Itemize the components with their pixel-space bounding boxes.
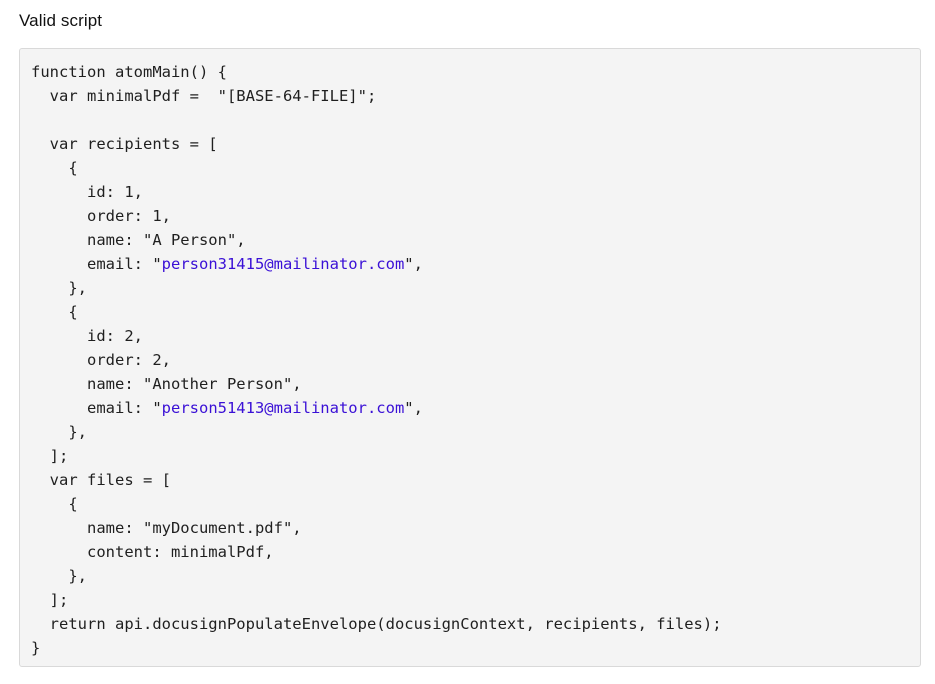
code-line: var minimalPdf = "[BASE-64-FILE]"; xyxy=(31,87,377,105)
code-line-email: email: "person51413@mailinator.com", xyxy=(31,396,920,420)
code-line: return api.docusignPopulateEnvelope(docu… xyxy=(31,615,722,633)
code-line: }, xyxy=(31,423,87,441)
code-line: order: 1, xyxy=(31,207,171,225)
code-line: id: 2, xyxy=(31,327,143,345)
code-line: { xyxy=(31,495,78,513)
code-line: var files = [ xyxy=(31,471,171,489)
code-line: ]; xyxy=(31,591,69,609)
code-text: email: " xyxy=(31,255,162,273)
code-line: }, xyxy=(31,567,87,585)
code-line: id: 1, xyxy=(31,183,143,201)
code-line: } xyxy=(31,639,41,657)
code-text: ", xyxy=(404,255,423,273)
email-link[interactable]: person51413@mailinator.com xyxy=(161,399,405,417)
code-line: }, xyxy=(31,279,87,297)
code-text: email: " xyxy=(31,399,162,417)
code-line: order: 2, xyxy=(31,351,171,369)
code-line: { xyxy=(31,303,78,321)
code-line: name: "Another Person", xyxy=(31,375,302,393)
code-line xyxy=(31,108,920,132)
code-line: function atomMain() { xyxy=(31,63,227,81)
code-line-email: email: "person31415@mailinator.com", xyxy=(31,252,920,276)
code-text: ", xyxy=(404,399,423,417)
code-line: var recipients = [ xyxy=(31,135,218,153)
email-link[interactable]: person31415@mailinator.com xyxy=(161,255,405,273)
code-line: { xyxy=(31,159,78,177)
code-block: function atomMain() { var minimalPdf = "… xyxy=(19,48,921,667)
section-heading: Valid script xyxy=(19,11,103,30)
code-line: ]; xyxy=(31,447,69,465)
code-line: content: minimalPdf, xyxy=(31,543,274,561)
code-line: name: "A Person", xyxy=(31,231,246,249)
code-line: name: "myDocument.pdf", xyxy=(31,519,302,537)
